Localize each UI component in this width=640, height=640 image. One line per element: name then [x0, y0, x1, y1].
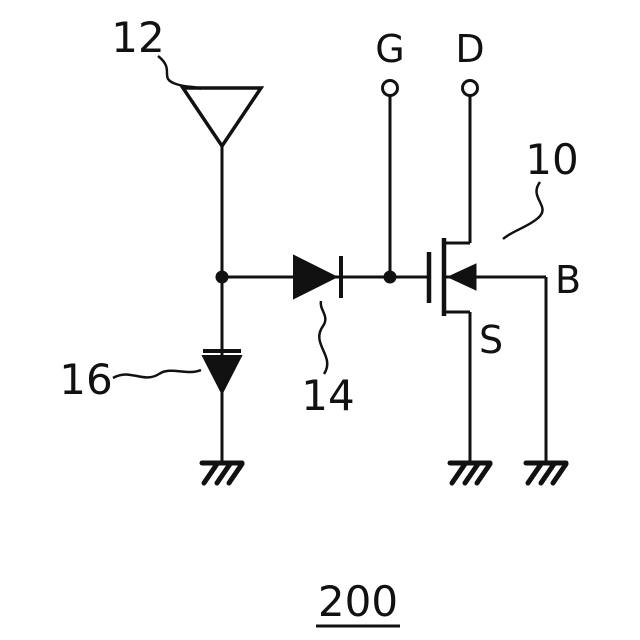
leader-line-14	[318, 300, 329, 375]
label-shunt-diode-ref: 16	[59, 355, 112, 404]
drain-terminal-circle	[461, 79, 479, 97]
antenna-symbol	[179, 86, 265, 150]
mosfet-body-arrow	[446, 263, 477, 291]
label-gate-terminal: G	[375, 27, 404, 71]
ground-symbol-body	[526, 463, 566, 483]
label-source-terminal: S	[479, 318, 503, 362]
diode-14-triangle	[293, 254, 339, 300]
label-body-terminal: B	[555, 258, 581, 302]
junction-dot-gate	[383, 270, 397, 284]
junction-dot-left	[215, 270, 229, 284]
ground-symbol-left	[202, 463, 242, 483]
diode-16-triangle	[201, 355, 243, 396]
label-transistor-ref: 10	[525, 135, 578, 184]
leader-line-12	[157, 55, 202, 91]
label-antenna-ref: 12	[111, 13, 164, 62]
leader-line-16	[112, 368, 202, 380]
label-series-diode-ref: 14	[301, 371, 354, 420]
label-drain-terminal: D	[455, 27, 484, 71]
gate-terminal-circle	[381, 79, 399, 97]
leader-line-10	[502, 181, 544, 240]
figure-number: 200	[318, 577, 398, 626]
ground-symbol-source	[450, 463, 490, 483]
